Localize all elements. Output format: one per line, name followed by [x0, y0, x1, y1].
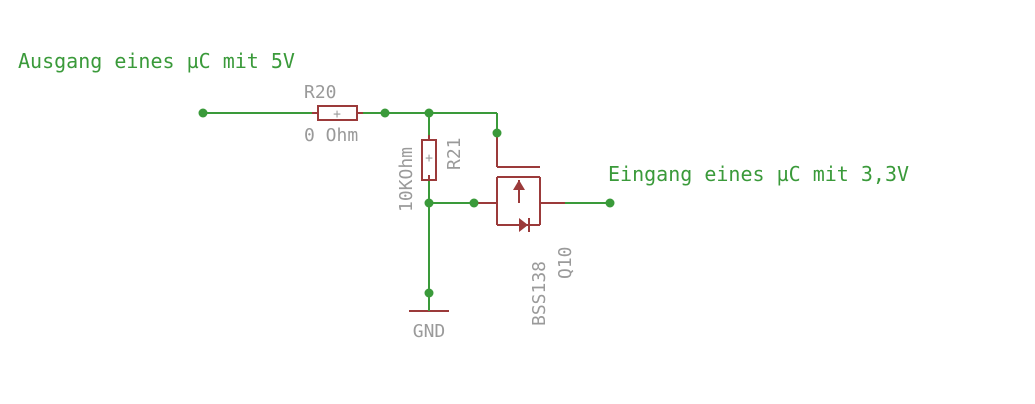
node-top-junction [424, 108, 434, 118]
r21-pin-mark: + [425, 151, 433, 166]
mosfet-q10[interactable]: BSS138 Q10 [474, 133, 576, 326]
node-r20-right [380, 108, 390, 118]
r20-value: 0 Ohm [304, 125, 358, 146]
input-signal-label: Ausgang eines µC mit 5V [18, 49, 295, 73]
resistor-r20[interactable]: + R20 0 Ohm [304, 82, 363, 146]
node-source [469, 198, 479, 208]
r20-pin-mark: + [333, 107, 341, 122]
node-input[interactable] [198, 108, 208, 118]
r20-name: R20 [304, 82, 337, 103]
gnd-label: GND [413, 321, 446, 342]
output-signal-label: Eingang eines µC mit 3,3V [608, 162, 909, 186]
q10-name: Q10 [555, 246, 576, 279]
ground-symbol: GND [409, 293, 449, 342]
node-gate [492, 128, 502, 138]
junction-nodes [198, 108, 615, 298]
resistor-r21[interactable]: + R21 10KOhm [396, 135, 465, 212]
r21-value: 10KOhm [396, 147, 417, 212]
node-source-junction [424, 198, 434, 208]
node-output[interactable] [605, 198, 615, 208]
r21-name: R21 [444, 137, 465, 170]
q10-value: BSS138 [529, 261, 550, 326]
node-gnd [424, 288, 434, 298]
